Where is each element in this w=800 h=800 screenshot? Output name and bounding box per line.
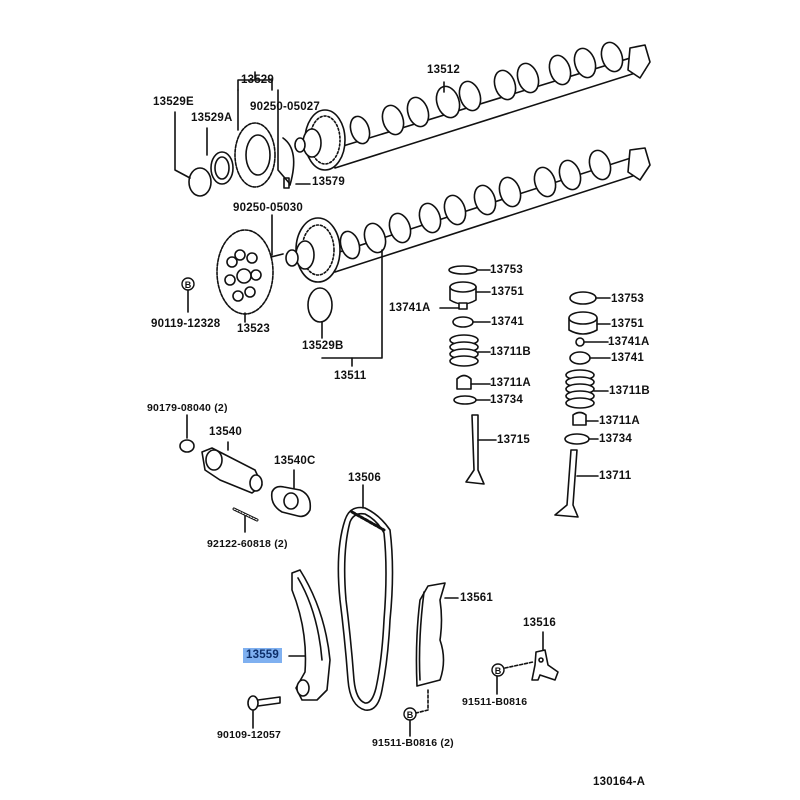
bolt-90109-12057[interactable] [247,695,281,711]
chain-damper-13561[interactable] [415,582,446,687]
label-exhaust-13711[interactable]: 13711 [599,470,632,482]
chain-guide-13559[interactable] [291,569,331,701]
timing-chain-13506[interactable] [337,506,394,711]
bolt-marker-icon: B B B [181,277,505,721]
label-92122-60818[interactable]: 92122-60818 (2) [207,538,288,550]
label-13529B[interactable]: 13529B [302,340,344,352]
cam-gear-13523[interactable] [216,229,274,315]
snap-ring-13529B[interactable] [307,287,333,323]
label-90250-05027[interactable]: 90250-05027 [250,101,320,113]
chain-tensioner-13540[interactable] [201,447,263,494]
label-exhaust-13741A[interactable]: 13741A [608,336,650,348]
label-exhaust-13711B[interactable]: 13711B [609,385,650,397]
label-exhaust-13753[interactable]: 13753 [611,293,644,305]
label-13512[interactable]: 13512 [427,64,460,76]
bracket-13516[interactable] [531,649,559,681]
label-13540[interactable]: 13540 [209,426,242,438]
svg-text:B: B [407,710,414,720]
label-13561[interactable]: 13561 [460,592,493,604]
label-intake-13734[interactable]: 13734 [490,394,523,406]
label-91511-B0816-2[interactable]: 91511-B0816 (2) [372,737,454,749]
label-13579[interactable]: 13579 [312,176,345,188]
bolt-marker-text: B [185,280,192,290]
label-13529E[interactable]: 13529E [153,96,194,108]
label-13511[interactable]: 13511 [334,370,367,382]
label-intake-13753[interactable]: 13753 [490,264,523,276]
label-intake-13715[interactable]: 13715 [497,434,530,446]
stud-92122-60818[interactable] [232,507,259,522]
snap-ring-13529E[interactable] [188,167,212,197]
camshaft-upper[interactable] [294,40,651,171]
label-exhaust-13741[interactable]: 13741 [611,352,644,364]
label-13529A[interactable]: 13529A [191,112,233,124]
label-13540C[interactable]: 13540C [274,455,316,467]
label-exhaust-13711A[interactable]: 13711A [599,415,640,427]
cam-gear-13529[interactable] [234,122,295,188]
label-exhaust-13751[interactable]: 13751 [611,318,644,330]
label-exhaust-13734[interactable]: 13734 [599,433,632,445]
label-intake-13711A[interactable]: 13711A [490,377,531,389]
washer-13529A[interactable] [210,151,234,185]
label-13559-highlighted[interactable]: 13559 [243,648,282,663]
label-90109-12057[interactable]: 90109-12057 [217,729,282,741]
label-intake-13711B[interactable]: 13711B [490,346,531,358]
label-90250-05030[interactable]: 90250-05030 [233,202,303,214]
label-intake-13741[interactable]: 13741 [491,316,524,328]
label-13529[interactable]: 13529 [241,74,274,86]
label-91511-B0816[interactable]: 91511-B0816 [462,696,528,708]
camshaft-lower[interactable] [285,147,651,283]
label-intake-13741A[interactable]: 13741A [389,302,431,314]
gasket-13540C[interactable] [270,485,312,518]
valve-assembly-intake[interactable] [448,265,485,485]
label-90179-08040[interactable]: 90179-08040 (2) [147,402,228,414]
label-13506[interactable]: 13506 [348,472,381,484]
label-intake-13751[interactable]: 13751 [491,286,524,298]
nut-90179-08040[interactable] [179,439,195,453]
valve-assembly-exhaust[interactable] [554,291,598,518]
label-90119-12328[interactable]: 90119-12328 [151,318,221,330]
svg-text:B: B [495,666,502,676]
label-13523[interactable]: 13523 [237,323,270,335]
figure-code: 130164-A [593,776,646,788]
label-13516[interactable]: 13516 [523,617,556,629]
